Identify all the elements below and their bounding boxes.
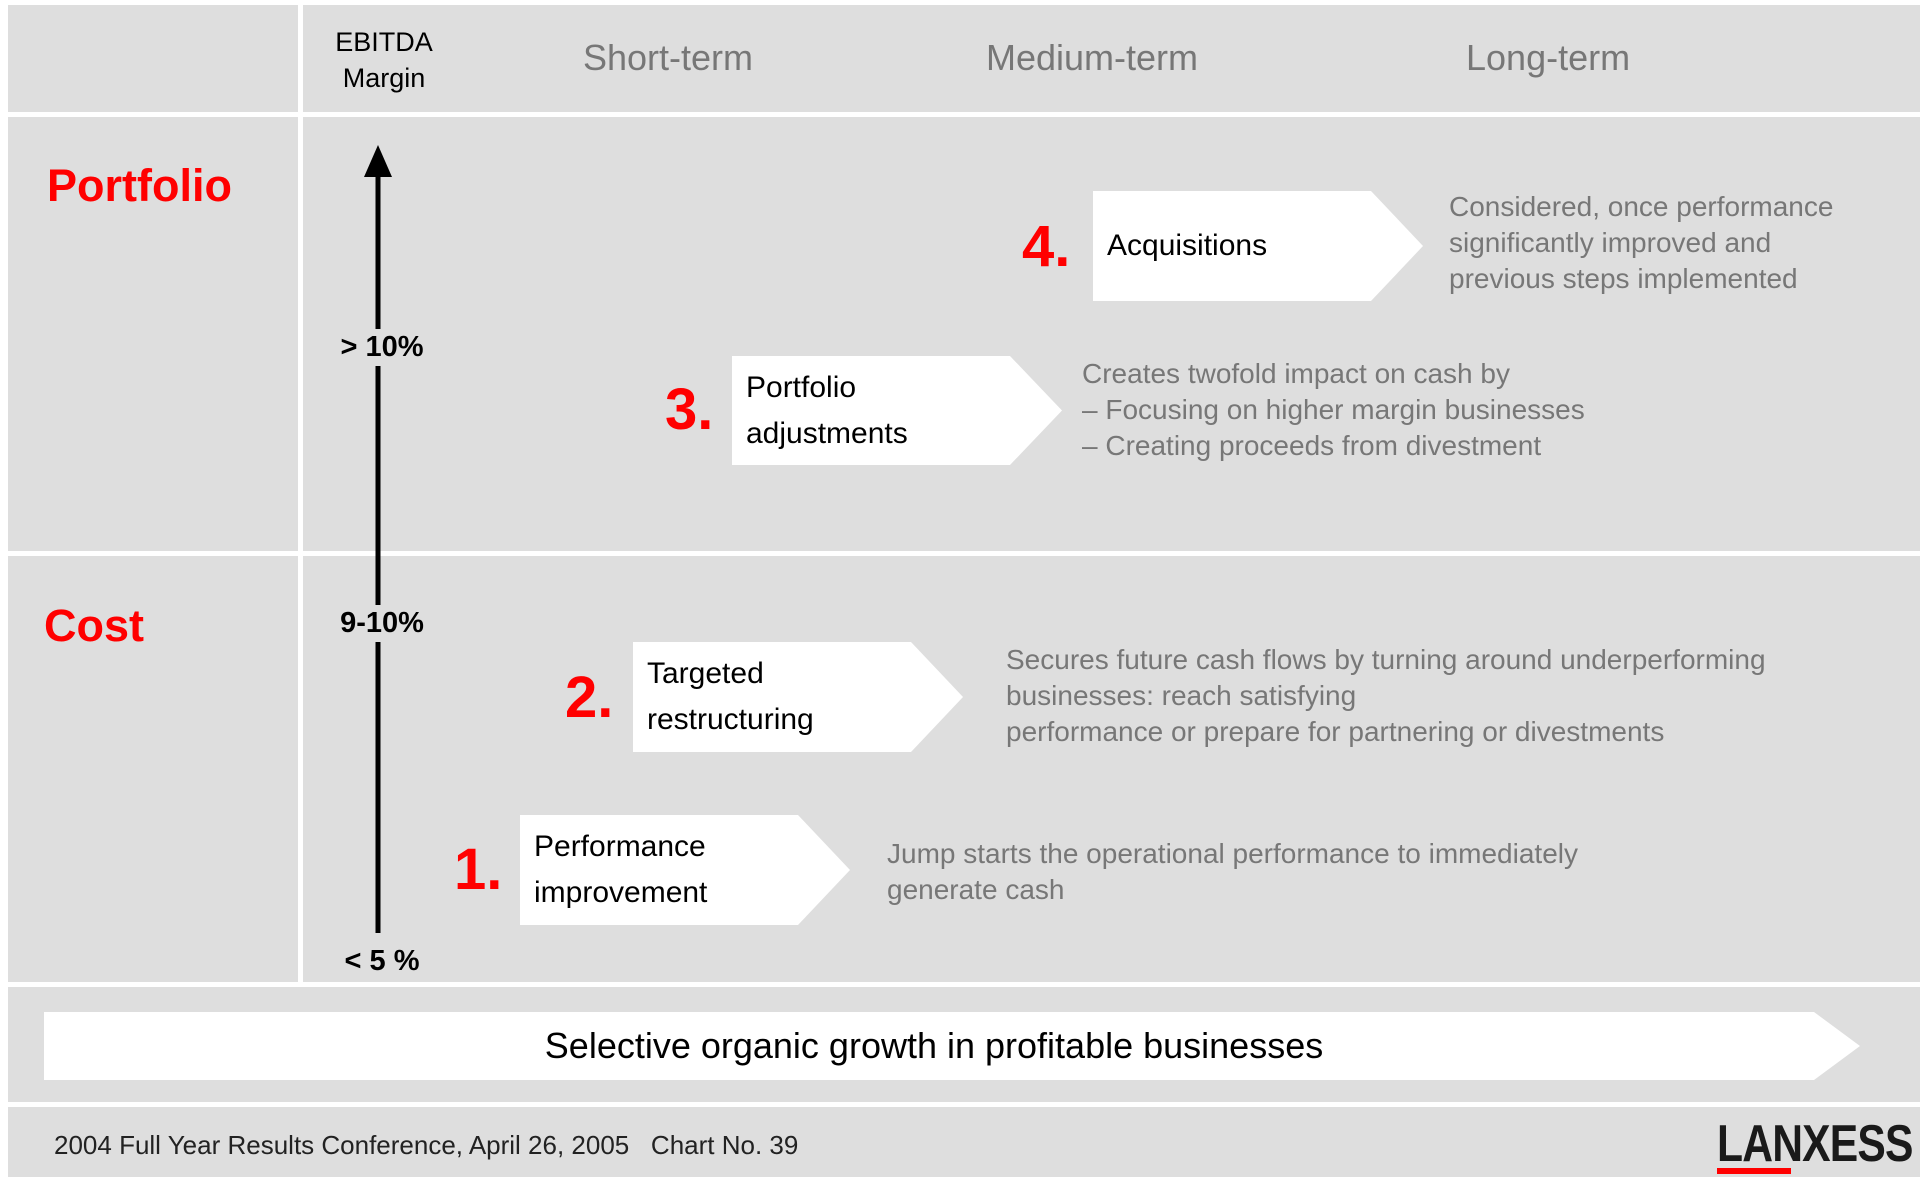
step-2-description: Secures future cash flows by turning aro… xyxy=(1006,642,1766,750)
step-4-description-line: Considered, once performance xyxy=(1449,191,1834,222)
step-4-description-line: significantly improved and xyxy=(1449,227,1772,258)
footer-text: 2004 Full Year Results Conference, April… xyxy=(54,1130,799,1160)
step-2-number: 2. xyxy=(565,665,614,730)
step-2-chevron: Targeted restructuring xyxy=(633,642,963,752)
axis-label-high: > 10% xyxy=(332,329,432,366)
step-4-description-line: previous steps implemented xyxy=(1449,263,1798,294)
logo-accent-bar xyxy=(1717,1168,1791,1174)
step-1-description: Jump starts the operational performance … xyxy=(887,836,1578,908)
step-3-description: Creates twofold impact on cash by – Focu… xyxy=(1082,356,1585,464)
portfolio-content-cell xyxy=(303,117,1920,551)
step-1-chevron: Performance improvement xyxy=(520,815,850,925)
ebitda-axis-arrow xyxy=(364,145,392,933)
step-1-number: 1. xyxy=(454,837,503,902)
banner-arrow-shape xyxy=(44,1012,1860,1080)
ebitda-line1: EBITDA xyxy=(335,27,433,57)
cost-row-label: Cost xyxy=(44,600,144,651)
step-3-description-line: – Creating proceeds from divestment xyxy=(1082,430,1542,461)
step-4-label-line1: Acquisitions xyxy=(1107,229,1268,262)
step-3-label: Portfolio adjustments xyxy=(746,356,908,465)
step-4-description: Considered, once performance significant… xyxy=(1449,189,1833,297)
step-4-chevron: Acquisitions xyxy=(1093,191,1423,301)
step-3-chevron: Portfolio adjustments xyxy=(732,356,1062,465)
step-2-label-line1: Targeted xyxy=(647,657,764,690)
step-3-label-line2: adjustments xyxy=(746,416,908,450)
axis-label-low: < 5 % xyxy=(332,943,432,980)
long-term-header: Long-term xyxy=(1466,37,1631,78)
lanxess-logo: LANXESS xyxy=(1717,1118,1925,1174)
chevron-shape xyxy=(520,815,850,925)
step-3-number: 3. xyxy=(665,377,714,442)
axis-label-mid: 9-10% xyxy=(332,605,432,642)
step-1-label-line1: Performance xyxy=(534,830,706,863)
chevron-shape xyxy=(633,642,963,752)
footer-bar xyxy=(8,1107,1920,1177)
step-2-description-line: performance or prepare for partnering or… xyxy=(1006,716,1665,747)
step-4-number: 4. xyxy=(1022,214,1071,279)
portfolio-row-label: Portfolio xyxy=(47,160,232,211)
step-4-label: Acquisitions xyxy=(1107,191,1267,301)
step-3-label-line1: Portfolio xyxy=(746,370,857,404)
growth-banner-text: Selective organic growth in profitable b… xyxy=(544,1025,1324,1066)
step-1-label-line2: improvement xyxy=(534,876,708,909)
chevron-shape xyxy=(732,356,1062,465)
step-2-label-line2: restructuring xyxy=(647,703,814,736)
ebitda-line2: Margin xyxy=(342,63,426,93)
short-term-header: Short-term xyxy=(583,37,754,78)
step-3-description-line: Creates twofold impact on cash by xyxy=(1082,358,1510,389)
chevron-shape xyxy=(1093,191,1423,301)
step-1-description-line: generate cash xyxy=(887,874,1065,905)
medium-term-header: Medium-term xyxy=(986,37,1199,78)
step-2-label: Targeted restructuring xyxy=(647,642,814,752)
cost-label-cell xyxy=(8,556,298,982)
header-corner-cell xyxy=(8,5,298,112)
lanxess-logo-text: LANXESS xyxy=(1717,1115,1913,1173)
ebitda-margin-header: EBITDA Margin xyxy=(310,24,458,96)
step-2-description-line: Secures future cash flows by turning aro… xyxy=(1006,644,1766,675)
growth-banner-arrow: Selective organic growth in profitable b… xyxy=(44,1012,1860,1080)
portfolio-label-cell xyxy=(8,117,298,551)
header-row xyxy=(303,5,1920,112)
step-3-description-line: – Focusing on higher margin businesses xyxy=(1082,394,1585,425)
step-1-label: Performance improvement xyxy=(534,815,707,925)
step-1-description-line: Jump starts the operational performance … xyxy=(887,838,1578,869)
step-2-description-line: businesses: reach satisfying xyxy=(1006,680,1357,711)
